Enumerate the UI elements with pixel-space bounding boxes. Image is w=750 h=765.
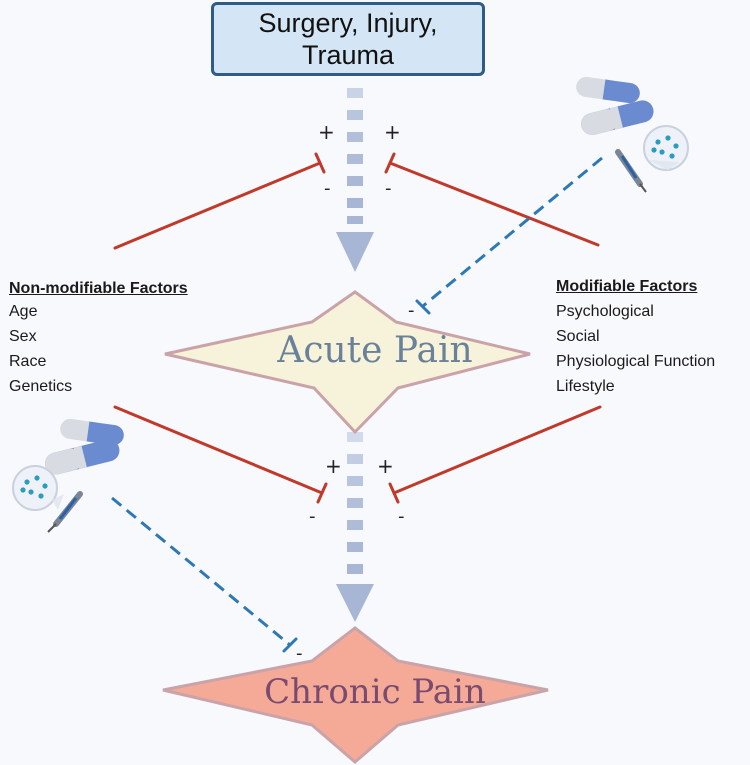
non-modifiable-item: Race bbox=[9, 353, 47, 370]
inhibit-line-left-top bbox=[113, 161, 322, 250]
modifiable-item: Psychological bbox=[556, 303, 654, 320]
non-modifiable-title: Non-modifiable Factors bbox=[9, 280, 188, 297]
inhibit-line-left-bottom bbox=[113, 405, 324, 495]
syringe-icon-bottom bbox=[12, 465, 83, 533]
plus-sign: + bbox=[325, 454, 342, 478]
minus-sign: - bbox=[324, 178, 331, 199]
inhibit-line-right-bottom bbox=[392, 405, 602, 495]
inhibit-line-right-top bbox=[388, 161, 600, 247]
modifiable-item: Physiological Function bbox=[556, 353, 716, 370]
modifiable-item: Lifestyle bbox=[556, 378, 615, 395]
modifiable-item: Social bbox=[556, 328, 600, 345]
trauma-box-line-1: Surgery, Injury, bbox=[258, 8, 438, 38]
minus-sign: - bbox=[296, 643, 303, 664]
pills-icon bbox=[576, 76, 654, 135]
plus-sign: + bbox=[384, 120, 401, 144]
non-modifiable-item: Genetics bbox=[9, 378, 73, 395]
acute-pain-label: Acute Pain bbox=[277, 330, 473, 371]
trauma-box-line-2: Trauma bbox=[301, 40, 395, 70]
inhibit-tbar-right-top bbox=[384, 152, 396, 174]
inhibit-tbar-left-top bbox=[314, 152, 326, 174]
drug-line-bottom bbox=[111, 496, 291, 647]
drug-line-top bbox=[422, 156, 603, 308]
non-modifiable-item: Age bbox=[9, 303, 38, 320]
arrow-trauma-to-acute bbox=[336, 88, 374, 272]
chronic-pain-label: Chronic Pain bbox=[264, 672, 486, 712]
acute-pain-burst bbox=[164, 290, 531, 435]
drug-tbar-top bbox=[415, 299, 431, 315]
inhibit-tbar-right-bottom bbox=[388, 482, 400, 504]
drug-tbar-bottom bbox=[282, 637, 298, 653]
syringe-icon bbox=[615, 125, 689, 193]
plus-sign: + bbox=[377, 454, 394, 478]
minus-sign: - bbox=[385, 178, 392, 199]
minus-sign: - bbox=[408, 300, 415, 321]
arrow-acute-to-chronic bbox=[336, 432, 374, 622]
non-modifiable-item: Sex bbox=[9, 328, 37, 345]
trauma-box: Surgery, Injury, Trauma bbox=[211, 2, 485, 76]
chronic-pain-burst bbox=[162, 626, 549, 764]
pills-icon-bottom bbox=[45, 418, 124, 475]
modifiable-title: Modifiable Factors bbox=[556, 278, 698, 295]
plus-sign: + bbox=[318, 120, 335, 144]
inhibit-tbar-left-bottom bbox=[316, 482, 328, 504]
minus-sign: - bbox=[398, 506, 405, 527]
minus-sign: - bbox=[309, 506, 316, 527]
